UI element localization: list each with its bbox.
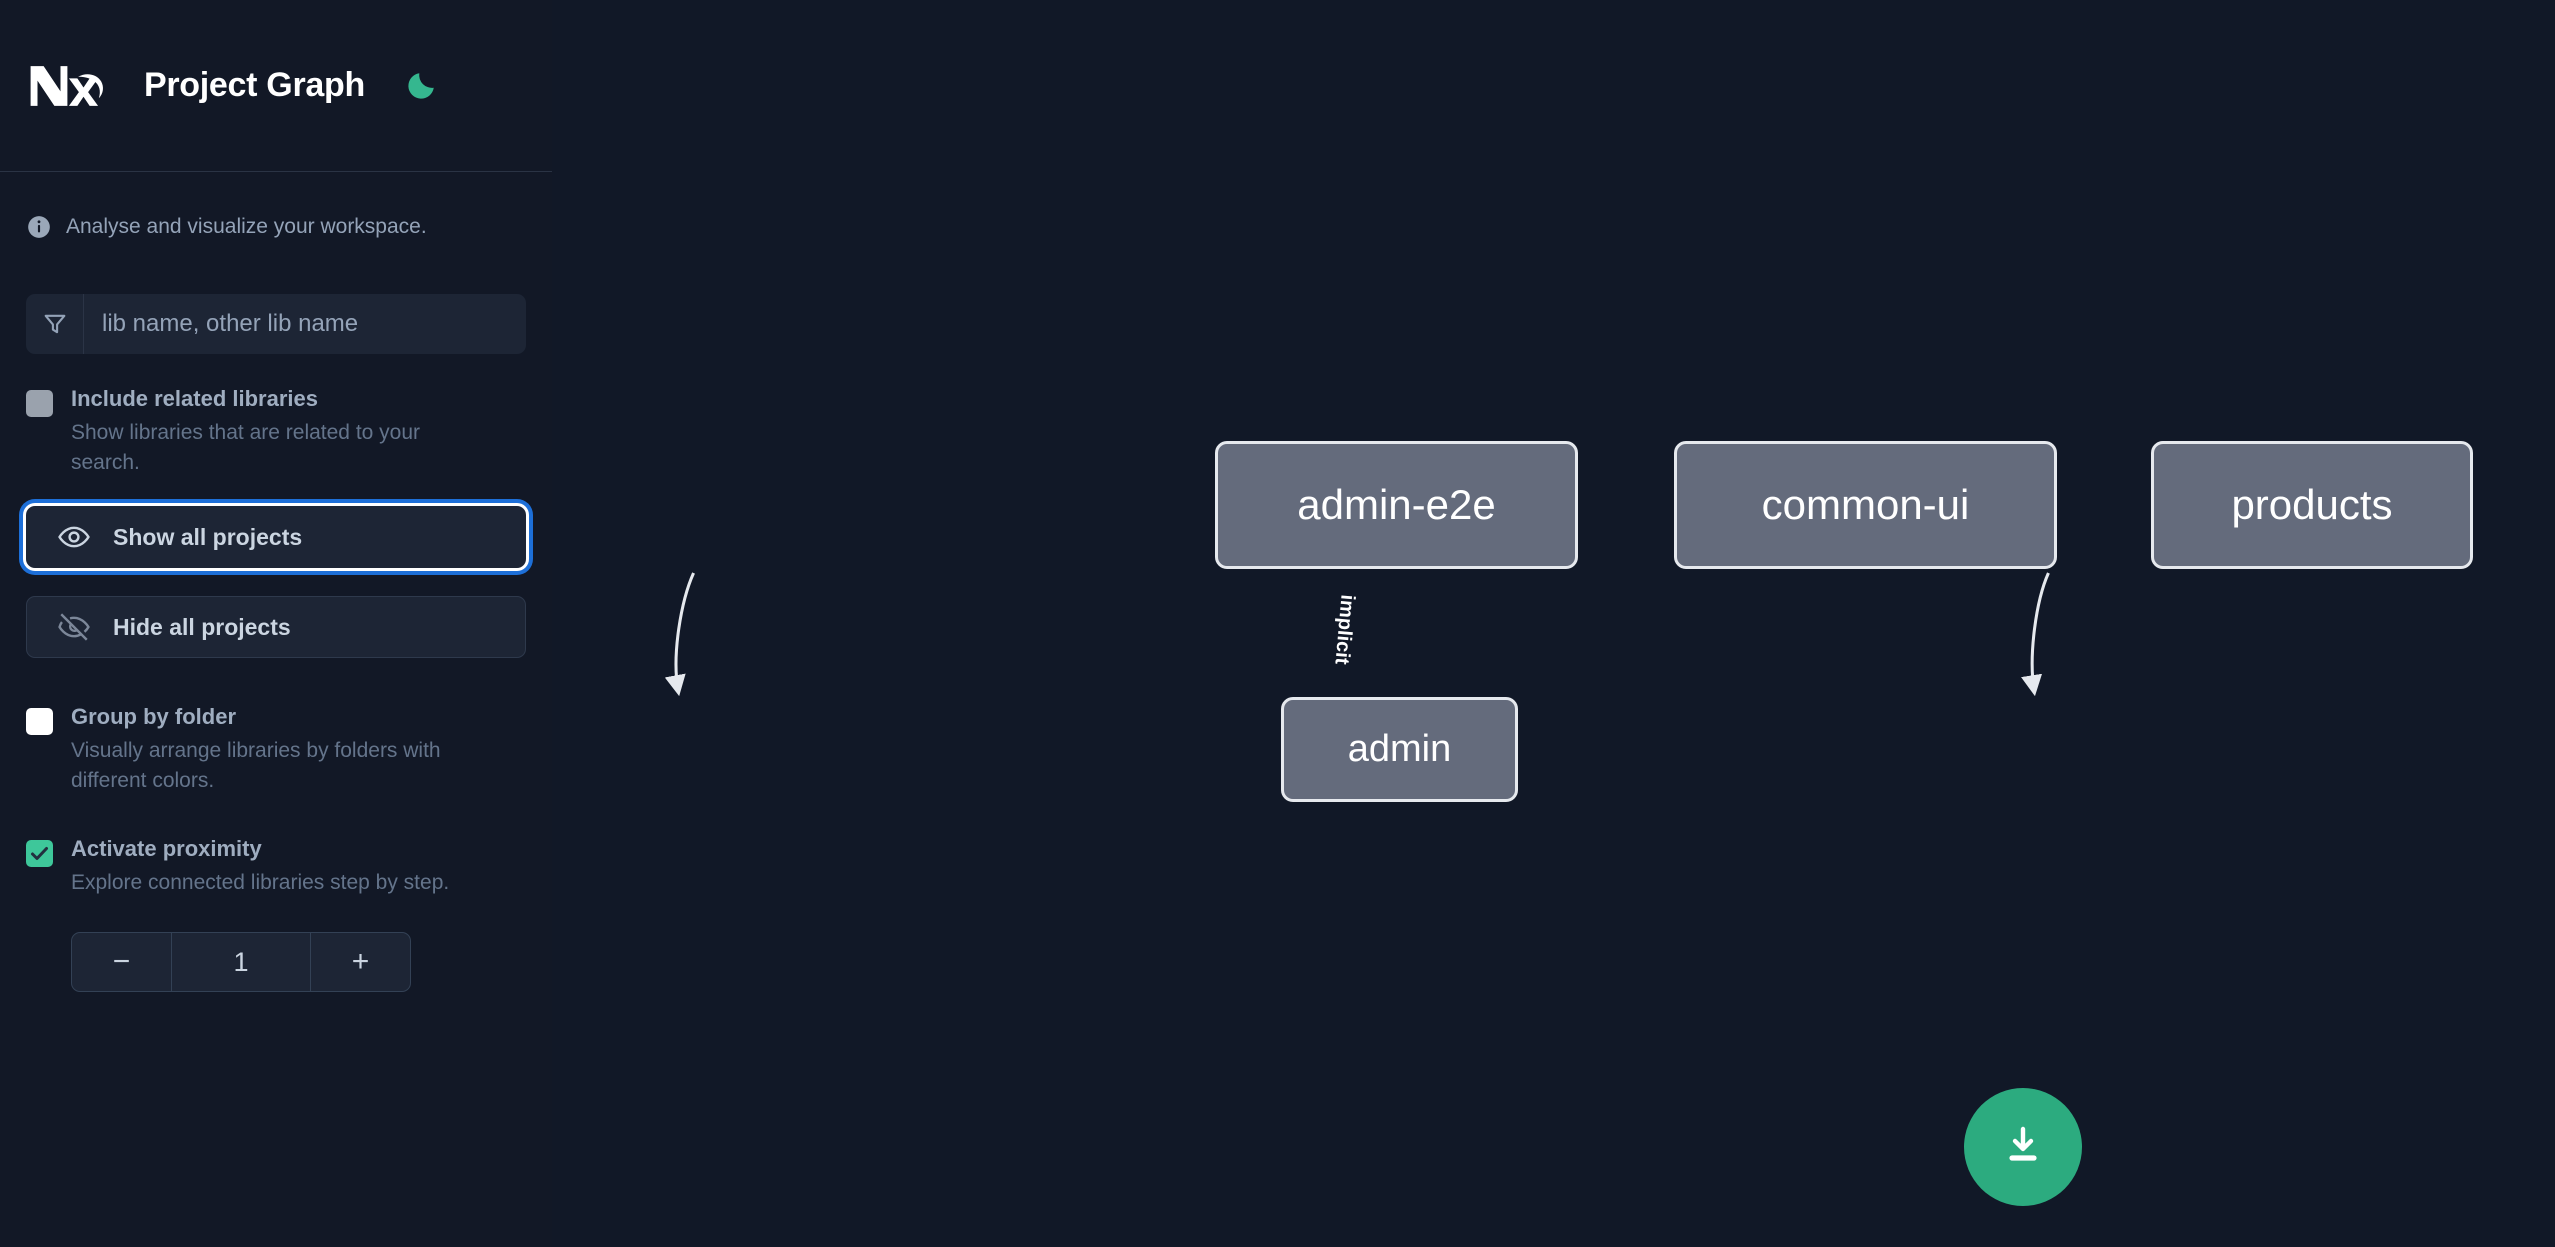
option-group-by-folder[interactable]: Group by folder Visually arrange librari… bbox=[26, 702, 526, 796]
include-related-libraries-checkbox[interactable] bbox=[26, 390, 53, 417]
search-bar[interactable] bbox=[26, 294, 526, 354]
hide-all-projects-label: Hide all projects bbox=[113, 613, 291, 640]
info-circle-icon bbox=[26, 214, 52, 240]
check-icon bbox=[31, 847, 48, 860]
option-label: Activate proximity bbox=[71, 836, 262, 861]
option-label: Include related libraries bbox=[71, 386, 318, 411]
sidebar-body: Analyse and visualize your workspace. In… bbox=[0, 172, 552, 992]
show-all-projects-label: Show all projects bbox=[113, 523, 303, 550]
graph-edges-layer bbox=[664, 572, 2050, 697]
graph-canvas[interactable]: admin-e2e common-ui products store-e2e a… bbox=[552, 0, 2555, 1247]
proximity-value: 1 bbox=[233, 946, 249, 977]
group-by-folder-checkbox[interactable] bbox=[26, 708, 53, 735]
graph-node-common-ui[interactable]: common-ui bbox=[1674, 441, 2057, 569]
page-title: Project Graph bbox=[144, 66, 365, 104]
node-label: common-ui bbox=[1761, 481, 1970, 528]
option-description: Show libraries that are related to your … bbox=[71, 421, 421, 474]
nx-logo-icon bbox=[26, 56, 118, 116]
workspace-info: Analyse and visualize your workspace. bbox=[26, 172, 526, 240]
option-text-group: Activate proximity Explore connected lib… bbox=[71, 834, 526, 898]
download-button[interactable] bbox=[1964, 1088, 2082, 1206]
moon-icon[interactable] bbox=[401, 66, 441, 106]
sidebar: Project Graph Analyse and visualize your… bbox=[0, 0, 552, 1247]
download-icon bbox=[1999, 1121, 2047, 1174]
sidebar-header: Project Graph bbox=[0, 0, 552, 172]
edge-store-e2e-to-store bbox=[2021, 572, 2050, 697]
graph-node-products[interactable]: products bbox=[2151, 441, 2473, 569]
eye-icon bbox=[57, 520, 91, 554]
eye-slash-icon bbox=[57, 610, 91, 644]
node-label: admin bbox=[1347, 728, 1452, 770]
edge-admin-e2e-to-admin bbox=[664, 572, 695, 697]
hide-all-projects-button[interactable]: Hide all projects bbox=[26, 596, 526, 658]
option-text-group: Include related libraries Show libraries… bbox=[71, 384, 526, 478]
graph-node-admin[interactable]: admin bbox=[1281, 697, 1518, 802]
node-label: admin-e2e bbox=[1297, 481, 1496, 528]
workspace-info-text: Analyse and visualize your workspace. bbox=[66, 215, 427, 238]
option-description: Explore connected libraries step by step… bbox=[71, 871, 450, 894]
option-description: Visually arrange libraries by folders wi… bbox=[71, 739, 441, 792]
option-text-group: Group by folder Visually arrange librari… bbox=[71, 702, 526, 796]
proximity-stepper[interactable]: − 1 + bbox=[71, 932, 411, 992]
option-label: Group by folder bbox=[71, 704, 236, 729]
graph-node-admin-e2e[interactable]: admin-e2e bbox=[1215, 441, 1578, 569]
filter-funnel-icon bbox=[26, 294, 84, 354]
node-label: products bbox=[2231, 481, 2393, 528]
option-include-related-libraries[interactable]: Include related libraries Show libraries… bbox=[26, 384, 526, 478]
proximity-increment-button[interactable]: + bbox=[310, 933, 410, 991]
search-input[interactable] bbox=[84, 294, 526, 354]
activate-proximity-checkbox[interactable] bbox=[26, 840, 53, 867]
option-activate-proximity[interactable]: Activate proximity Explore connected lib… bbox=[26, 834, 526, 898]
proximity-decrement-button[interactable]: − bbox=[72, 933, 172, 991]
show-all-projects-button[interactable]: Show all projects bbox=[26, 506, 526, 568]
